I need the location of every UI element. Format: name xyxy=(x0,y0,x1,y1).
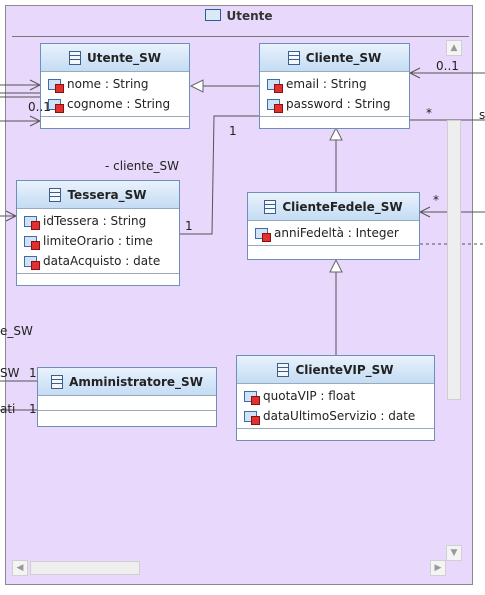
multiplicity-label: 0..1 xyxy=(28,100,51,114)
horizontal-scroll-thumb[interactable] xyxy=(30,561,140,575)
attribute-label: quotaVIP : float xyxy=(263,389,356,403)
attribute-email[interactable]: email : String xyxy=(260,74,409,94)
attribute-idtessera[interactable]: idTessera : String xyxy=(17,211,179,231)
class-icon xyxy=(264,199,277,214)
attribute-icon xyxy=(255,227,271,242)
multiplicity-label: * xyxy=(433,193,439,207)
class-operations xyxy=(248,245,419,258)
class-attributes-empty xyxy=(38,396,216,410)
class-name: Amministratore_SW xyxy=(69,374,203,389)
class-operations xyxy=(38,410,216,423)
attribute-label: password : String xyxy=(286,97,391,111)
folder-icon xyxy=(205,9,222,21)
edge-label: s xyxy=(479,108,485,122)
attribute-quotavip[interactable]: quotaVIP : float xyxy=(237,386,434,406)
horizontal-scrollbar[interactable]: ◀ ▶ xyxy=(12,559,460,577)
class-tessera-sw[interactable]: Tessera_SW idTessera : String limiteOrar… xyxy=(16,180,180,286)
class-header: ClienteVIP_SW xyxy=(237,356,434,384)
attribute-label: dataUltimoServizio : date xyxy=(263,409,416,423)
class-name: Tessera_SW xyxy=(67,187,147,202)
class-name: ClienteVIP_SW xyxy=(295,362,394,377)
attribute-label: email : String xyxy=(286,77,367,91)
class-clientefedele-sw[interactable]: ClienteFedele_SW anniFedeltà : Integer xyxy=(247,192,420,260)
attribute-icon xyxy=(267,98,283,113)
class-clientevip-sw[interactable]: ClienteVIP_SW quotaVIP : float dataUltim… xyxy=(236,355,435,441)
attribute-label: nome : String xyxy=(67,77,149,91)
attribute-label: cognome : String xyxy=(67,97,171,111)
scroll-up-button[interactable]: ▲ xyxy=(446,40,462,56)
attribute-label: limiteOrario : time xyxy=(43,234,153,248)
vertical-scroll-thumb[interactable] xyxy=(447,120,461,400)
attribute-password[interactable]: password : String xyxy=(260,94,409,114)
class-header: ClienteFedele_SW xyxy=(248,193,419,221)
class-icon xyxy=(51,374,64,389)
class-name: ClienteFedele_SW xyxy=(282,199,403,214)
class-amministratore-sw[interactable]: Amministratore_SW xyxy=(37,367,217,427)
attribute-icon xyxy=(24,235,40,250)
scroll-down-button[interactable]: ▼ xyxy=(446,545,462,561)
class-operations xyxy=(41,116,189,129)
vertical-scrollbar[interactable]: ▲ xyxy=(445,40,463,412)
attribute-dataultimoservizio[interactable]: dataUltimoServizio : date xyxy=(237,406,434,426)
class-name: Utente_SW xyxy=(87,50,161,65)
class-operations xyxy=(17,273,179,286)
attribute-icon xyxy=(48,78,64,93)
scroll-left-button[interactable]: ◀ xyxy=(12,560,28,576)
role-label: - cliente_SW xyxy=(105,159,179,173)
attribute-nome[interactable]: nome : String xyxy=(41,74,189,94)
attribute-annifedelta[interactable]: anniFedeltà : Integer xyxy=(248,223,419,243)
class-cliente-sw[interactable]: Cliente_SW email : String password : Str… xyxy=(259,43,410,129)
attribute-cognome[interactable]: cognome : String xyxy=(41,94,189,114)
multiplicity-label: 1 xyxy=(185,219,193,233)
package-title: Utente xyxy=(6,9,472,23)
attribute-label: dataAcquisto : date xyxy=(43,254,161,268)
class-operations xyxy=(260,116,409,129)
attribute-label: idTessera : String xyxy=(43,214,147,228)
attribute-icon xyxy=(48,98,64,113)
attribute-icon xyxy=(267,78,283,93)
class-header: Tessera_SW xyxy=(17,181,179,209)
multiplicity-label: 0..1 xyxy=(436,59,459,73)
scroll-right-button[interactable]: ▶ xyxy=(430,560,446,576)
package-title-text: Utente xyxy=(226,9,273,23)
class-icon xyxy=(277,362,290,377)
attribute-icon xyxy=(24,255,40,270)
class-utente-sw[interactable]: Utente_SW nome : String cognome : String xyxy=(40,43,190,129)
edge-label: e_SW xyxy=(0,324,33,338)
attribute-dataacquisto[interactable]: dataAcquisto : date xyxy=(17,251,179,271)
class-icon xyxy=(49,187,62,202)
edge-label: ati xyxy=(0,402,16,416)
class-icon xyxy=(287,50,300,65)
multiplicity-label: 1 xyxy=(229,124,237,138)
attribute-label: anniFedeltà : Integer xyxy=(274,226,399,240)
attribute-icon xyxy=(244,390,260,405)
class-header: Utente_SW xyxy=(41,44,189,72)
multiplicity-label: 1 xyxy=(29,402,37,416)
attribute-icon xyxy=(244,410,260,425)
multiplicity-label: * xyxy=(426,106,432,120)
class-name: Cliente_SW xyxy=(305,50,382,65)
package-divider xyxy=(12,36,469,37)
class-operations xyxy=(237,428,434,441)
edge-label: SW xyxy=(0,366,20,380)
class-header: Amministratore_SW xyxy=(38,368,216,396)
multiplicity-label: 1 xyxy=(29,366,37,380)
class-header: Cliente_SW xyxy=(260,44,409,72)
class-icon xyxy=(69,50,82,65)
attribute-limiteorario[interactable]: limiteOrario : time xyxy=(17,231,179,251)
attribute-icon xyxy=(24,215,40,230)
